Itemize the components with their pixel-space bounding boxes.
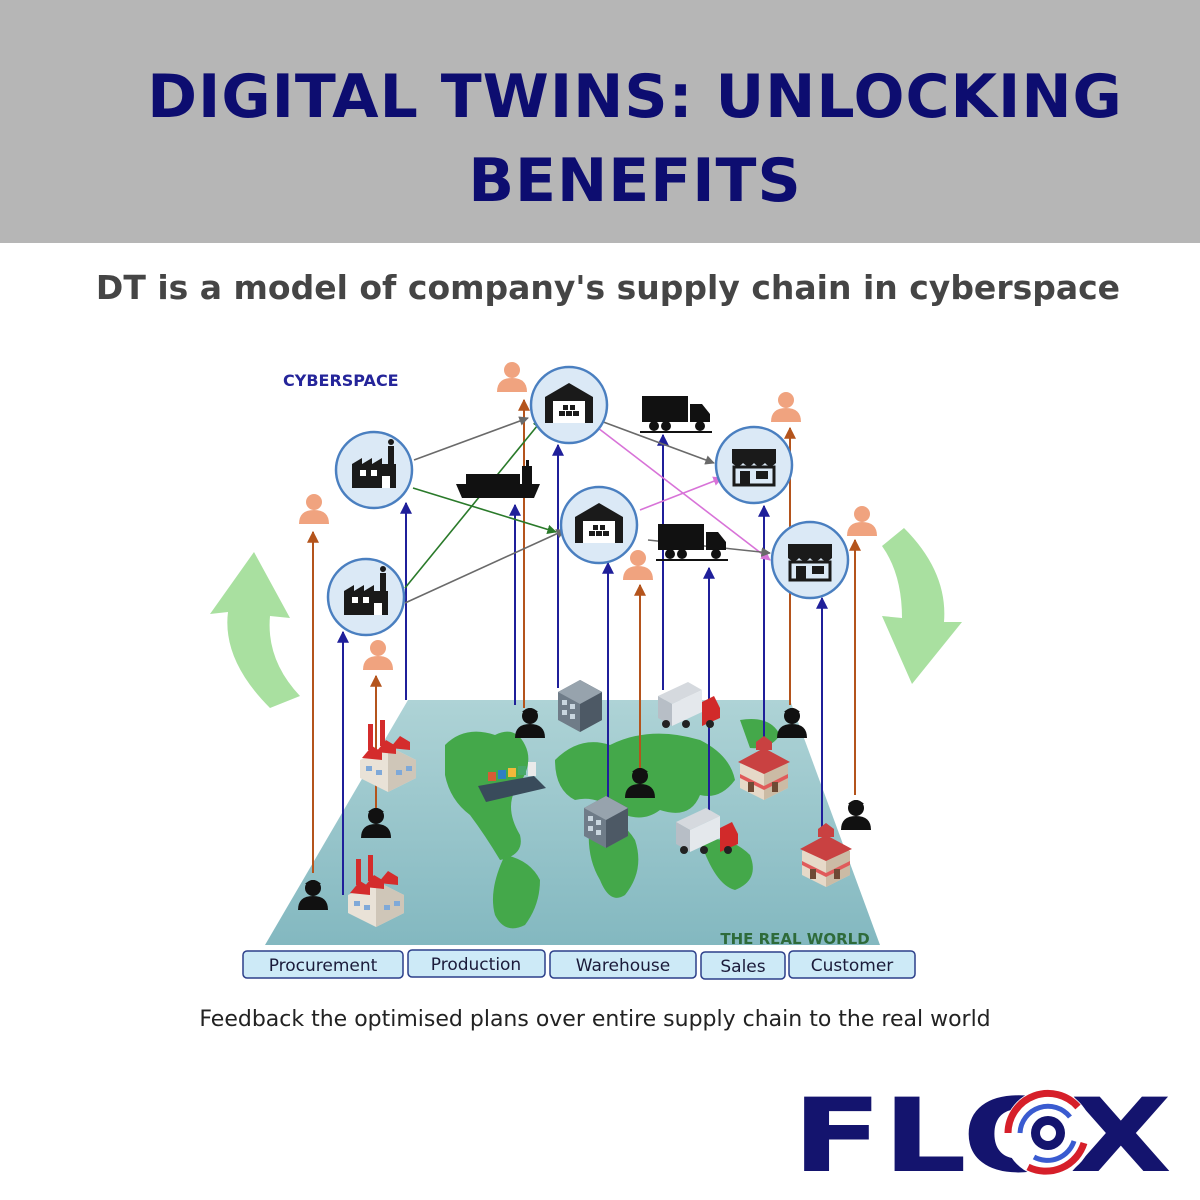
logo-target-icon	[1004, 1089, 1092, 1175]
subtitle: DT is a model of company's supply chain …	[95, 268, 1121, 307]
flox-logo: FLOX	[792, 1085, 1172, 1175]
real-world-label: THE REAL WORLD	[720, 930, 869, 948]
node-factory-2	[326, 557, 406, 637]
person-icon	[497, 362, 527, 392]
header-banner: DIGITAL TWINS: UNLOCKING BENEFITS	[0, 0, 1200, 243]
caption: Feedback the optimised plans over entire…	[199, 1007, 991, 1032]
cyberspace-links	[404, 416, 771, 604]
cycle-arrow-up-icon	[210, 552, 300, 708]
person-icon	[847, 506, 877, 536]
node-factory-1	[334, 430, 414, 510]
real-world-map: THE REAL WORLD	[265, 700, 880, 948]
page-title: DIGITAL TWINS: UNLOCKING BENEFITS	[147, 62, 1123, 216]
person-icon	[363, 640, 393, 670]
cycle-arrow-down-icon	[882, 528, 962, 684]
person-icon	[841, 800, 871, 830]
stage-customer: Customer	[811, 956, 894, 976]
digital-twin-diagram: THE REAL WORLD CYBERSPACE	[210, 362, 962, 980]
truck-icon	[639, 395, 713, 433]
stage-production: Production	[431, 955, 521, 975]
stage-labels: Procurement Production Warehouse Sales C…	[242, 949, 916, 980]
node-warehouse-1	[529, 365, 609, 445]
cyberspace-label: CYBERSPACE	[283, 371, 399, 390]
stage-warehouse: Warehouse	[576, 956, 670, 976]
person-icon	[299, 494, 329, 524]
ship-icon	[456, 460, 540, 498]
truck-icon	[655, 523, 729, 561]
stage-sales: Sales	[720, 957, 765, 977]
node-warehouse-2	[559, 485, 639, 565]
person-icon	[623, 550, 653, 580]
svg-text:THE REAL WORLD: THE REAL WORLD	[720, 930, 869, 948]
person-icon	[771, 392, 801, 422]
logo-text: FLOX	[792, 1085, 1172, 1175]
node-shop-1	[714, 425, 794, 505]
node-shop-2	[770, 520, 850, 600]
stage-procurement: Procurement	[269, 956, 378, 976]
upward-data-flows	[337, 433, 828, 895]
